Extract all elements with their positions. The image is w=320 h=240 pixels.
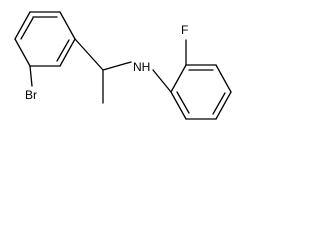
ring-bond [215, 64, 232, 93]
ring-bond [59, 11, 76, 40]
bromophenyl-ring [14, 11, 76, 67]
ring-bond [14, 38, 31, 67]
ring-double-bond [176, 91, 190, 114]
methine-to-amine-bond [102, 61, 132, 71]
fluorophenyl-ring [170, 64, 232, 120]
ring-double-bond [20, 17, 34, 40]
ring-bond [170, 91, 187, 120]
molecule-structure: Br NH F [14, 11, 232, 120]
bromine-bond [29, 65, 33, 87]
ring-double-bond [56, 39, 70, 62]
ring-double-bond [212, 92, 226, 115]
bromine-label: Br [25, 88, 37, 102]
structure-canvas: Br NH F [0, 0, 250, 147]
ring-to-methine-bond [74, 38, 104, 71]
ring-bond [59, 38, 76, 67]
amine-to-ring-bond [152, 69, 172, 93]
ring-bond [215, 91, 232, 120]
ring-bond [14, 11, 31, 40]
ring-bond [170, 64, 187, 93]
amine-label: NH [133, 60, 150, 74]
fluorine-label: F [181, 23, 188, 37]
